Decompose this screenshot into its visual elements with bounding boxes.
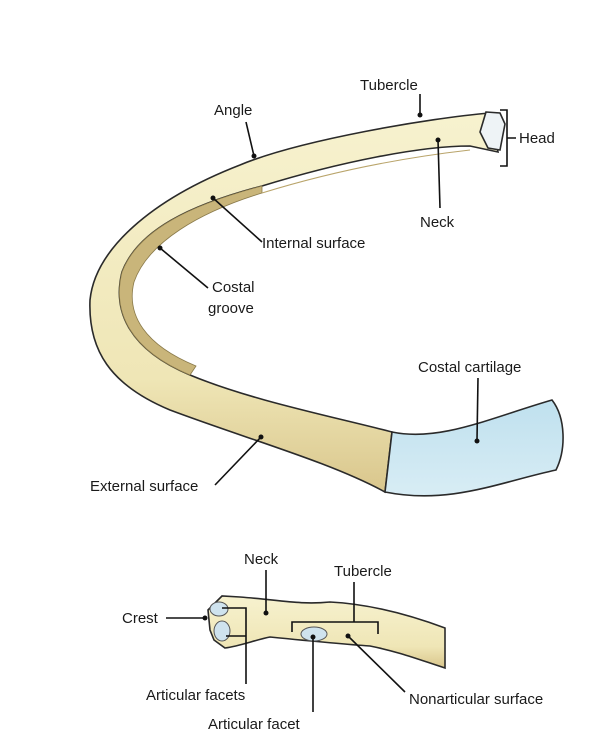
articular-facet-upper [209, 601, 229, 617]
label-costal-groove-line2: groove [208, 300, 254, 317]
label-internal-surface: Internal surface [262, 235, 365, 252]
tubercle-articular-facet [300, 626, 328, 642]
articular-facet-lower [213, 620, 231, 642]
label-external-surface: External surface [90, 478, 198, 495]
label-tubercle-lower: Tubercle [334, 563, 392, 580]
label-angle: Angle [214, 102, 252, 119]
label-articular-facets: Articular facets [146, 687, 245, 704]
costal-cartilage [384, 399, 564, 497]
label-costal-cartilage: Costal cartilage [418, 359, 521, 376]
lower-rib [207, 595, 446, 670]
label-crest: Crest [122, 610, 159, 627]
internal-surface-ridge [261, 149, 471, 194]
lower-rib-labels: Neck Tubercle Crest Articular facets Art… [122, 551, 543, 733]
costal-groove-shading [119, 185, 263, 376]
rib-head [479, 111, 506, 151]
label-tubercle: Tubercle [360, 77, 418, 94]
label-articular-facet: Articular facet [208, 716, 301, 733]
upper-rib-labels: Tubercle Angle Head Neck Internal surfac… [90, 77, 555, 495]
label-neck: Neck [420, 214, 455, 231]
label-nonarticular-surface: Nonarticular surface [409, 691, 543, 708]
upper-rib [89, 111, 564, 497]
label-head: Head [519, 130, 555, 147]
label-costal-groove-line1: Costal [212, 279, 255, 296]
label-neck-lower: Neck [244, 551, 279, 568]
